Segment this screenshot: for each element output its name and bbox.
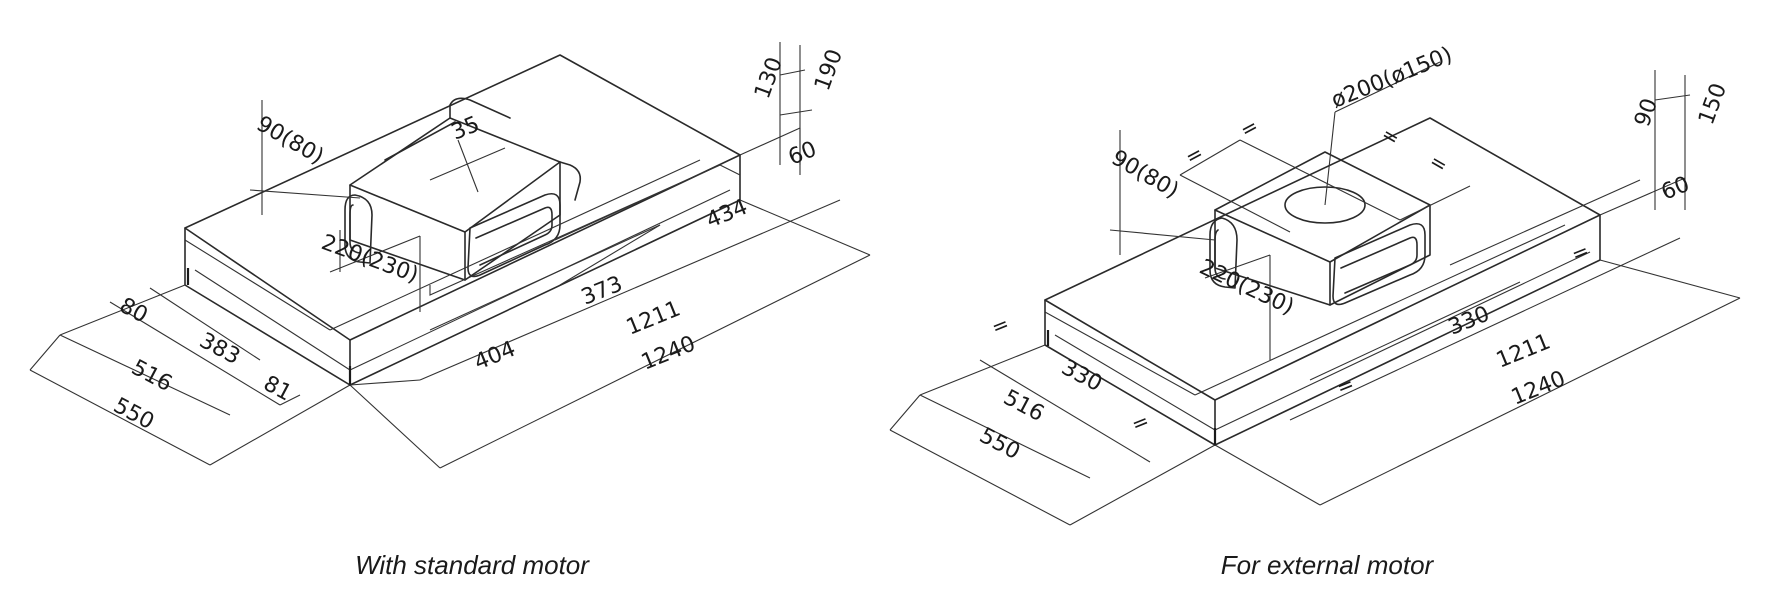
left-motor-box xyxy=(344,97,582,281)
right-equal-mark: = xyxy=(1236,113,1262,142)
left-dim-220-230: 220(230) xyxy=(318,230,422,288)
left-dim-1211: 1211 xyxy=(623,296,684,340)
left-dim-190: 190 xyxy=(810,46,848,94)
right-hood-front xyxy=(1044,299,1216,446)
right-equal-mark: = xyxy=(1181,140,1207,169)
left-dim-80: 80 xyxy=(115,293,151,328)
right-dim-1240: 1240 xyxy=(1508,366,1569,410)
right-dim-516: 516 xyxy=(999,385,1048,427)
right-motor-box xyxy=(1209,151,1431,306)
left-dim-90-80: 90(80) xyxy=(252,112,328,170)
left-front-lip xyxy=(186,268,352,386)
right-dim-90-80: 90(80) xyxy=(1107,146,1183,204)
right-equal-mark: = xyxy=(1378,122,1405,151)
left-dim-516: 516 xyxy=(127,355,176,397)
right-dim-220-230: 220(230) xyxy=(1195,255,1297,320)
right-dim-60: 60 xyxy=(1658,172,1693,206)
right-dim-150: 150 xyxy=(1694,80,1732,128)
left-dim-550: 550 xyxy=(109,393,158,435)
left-dim-434: 434 xyxy=(703,195,751,234)
right-dim-1211: 1211 xyxy=(1493,329,1554,373)
left-caption: With standard motor xyxy=(355,550,589,580)
right-equal-mark: = xyxy=(1568,238,1593,267)
right-dim-90: 90 xyxy=(1630,95,1663,130)
right-caption: For external motor xyxy=(1220,550,1434,580)
left-dim-35: 35 xyxy=(448,112,483,146)
left-dim-383: 383 xyxy=(195,328,244,370)
right-dim-330-a: 330 xyxy=(1445,302,1493,341)
left-dim-130: 130 xyxy=(750,54,788,102)
right-equal-mark: = xyxy=(988,311,1013,340)
right-duct-opening xyxy=(1284,186,1366,224)
left-hood-front xyxy=(184,227,351,386)
right-dim-200-150: ø200(ø150) xyxy=(1328,42,1456,113)
right-equal-mark: = xyxy=(1333,371,1358,400)
right-equal-mark: = xyxy=(1128,408,1153,437)
left-dim-404: 404 xyxy=(471,337,519,376)
left-dim-373: 373 xyxy=(578,272,626,311)
right-equal-mark: = xyxy=(1426,149,1453,178)
right-drawing: = = = = = = = = ø200(ø150) 90 150 60 90(… xyxy=(889,42,1741,526)
right-front-lip xyxy=(1046,330,1217,446)
right-dim-550: 550 xyxy=(975,423,1024,465)
left-drawing: 35 130 190 60 90(80) 434 220(230) 373 12… xyxy=(29,42,871,469)
left-dim-1240: 1240 xyxy=(638,331,699,375)
left-dim-60: 60 xyxy=(785,137,820,171)
left-dim-81: 81 xyxy=(259,371,295,406)
